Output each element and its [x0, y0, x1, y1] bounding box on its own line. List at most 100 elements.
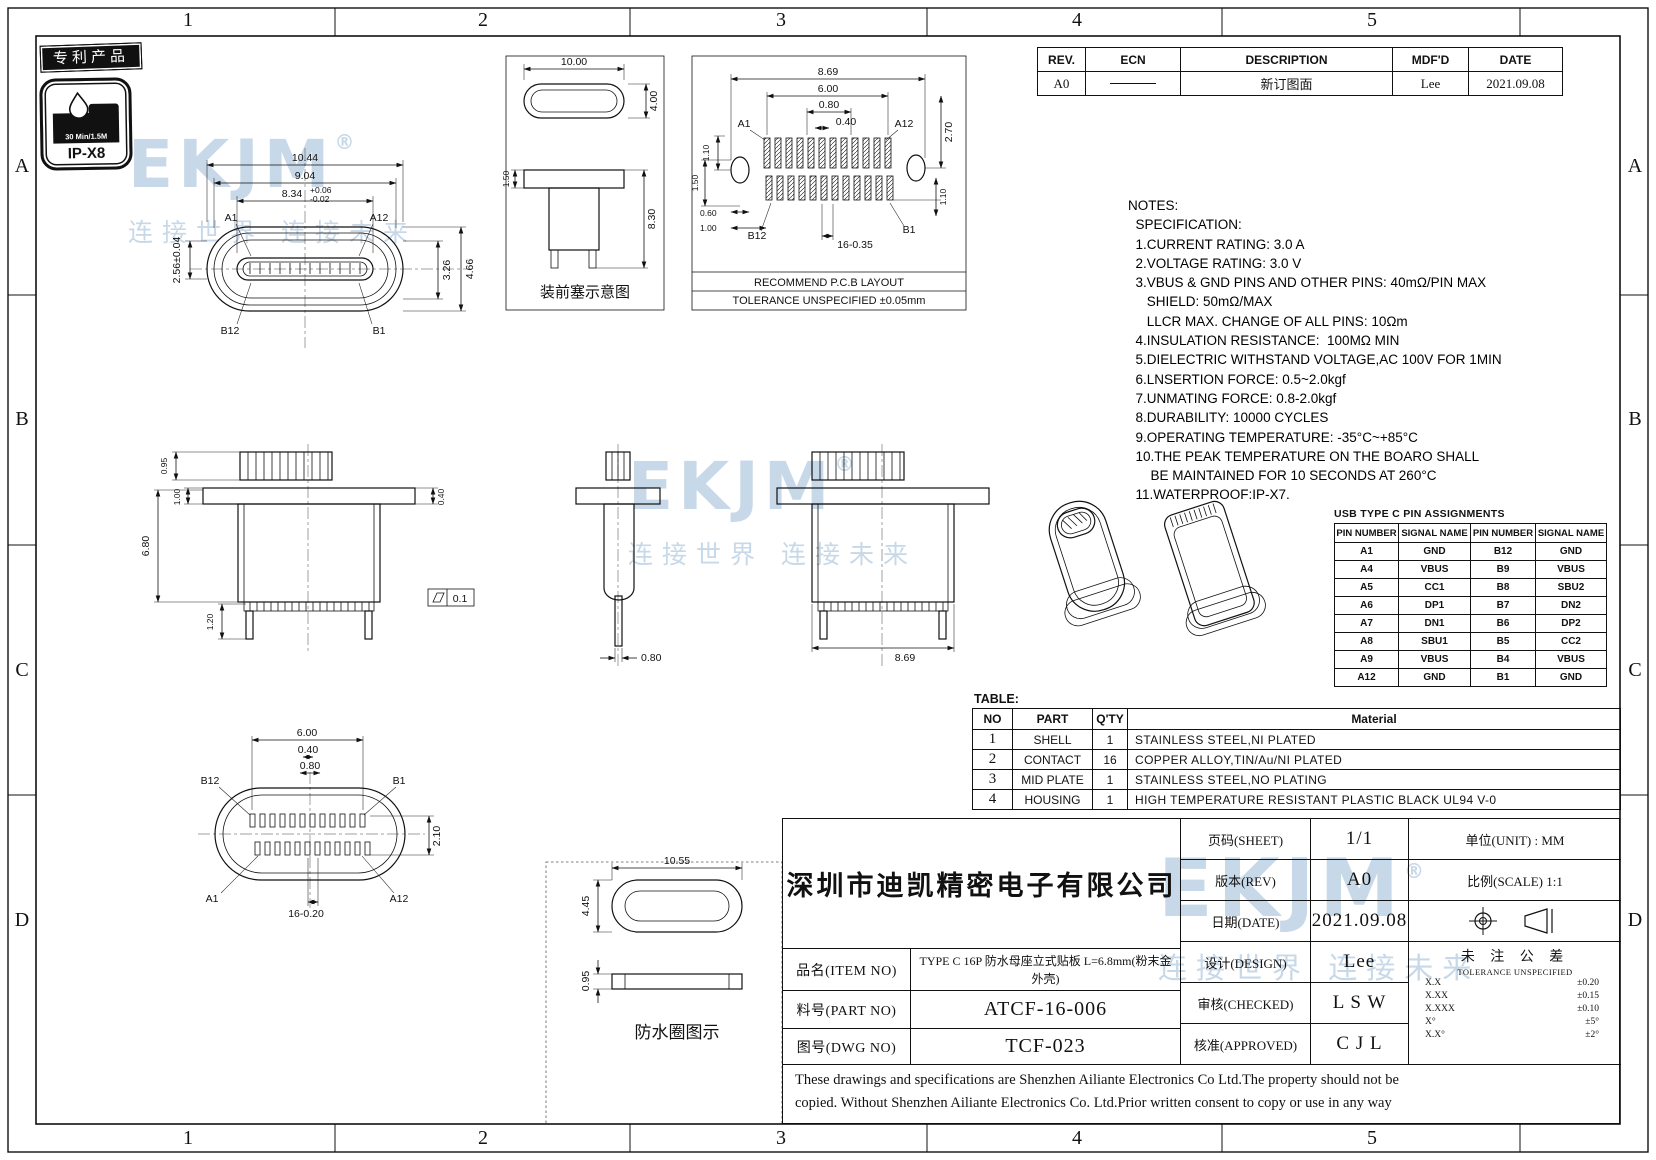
dim-label: 8.34: [282, 188, 303, 200]
rev-header: REV.: [1037, 47, 1086, 72]
approved-label: 核准(APPROVED): [1181, 1024, 1311, 1065]
zone-row-c2: C: [1628, 659, 1642, 681]
approved-value: C J L: [1311, 1024, 1409, 1065]
view-waterproof-ring: 10.55 4.45 0.95 防水圈图示: [545, 855, 783, 1125]
note-line: 3.VBUS & GND PINS AND OTHER PINS: 40mΩ/P…: [1128, 275, 1487, 291]
tolerance-row: X.XXX±0.10: [1425, 1004, 1599, 1014]
dim-label: 2.10: [431, 826, 443, 847]
dim-label: 8.69: [818, 66, 839, 78]
title-block: 深圳市迪凯精密电子有限公司 品名(ITEM NO) TYPE C 16P 防水母…: [782, 818, 1621, 1125]
pin-label-b12: B12: [221, 325, 240, 337]
pin-assignment-block: USB TYPE C PIN ASSIGNMENTS PIN NUMBER SI…: [1334, 508, 1607, 687]
pin-label-b12: B12: [201, 775, 220, 787]
ecn-value: [1085, 71, 1181, 96]
zone-col-4b: 4: [1072, 1127, 1082, 1149]
dim-label: 0.80: [819, 99, 840, 111]
date-header: DATE: [1468, 47, 1563, 72]
dim-label: 16-0.35: [837, 239, 873, 251]
tolerance-title: 未 注 公 差: [1460, 950, 1570, 965]
dim-tol-lower: -0.02: [310, 194, 330, 204]
dim-label: 2.56±0.04: [171, 237, 183, 284]
note-line: 10.THE PEAK TEMPERATURE ON THE BOARO SHA…: [1128, 448, 1480, 464]
ipx8-icon: 30 Min/1.5M IP-X8: [52, 91, 120, 162]
dim-label: 1.50: [501, 170, 511, 187]
note-line: 5.DIELECTRIC WITHSTAND VOLTAGE,AC 100V F…: [1128, 352, 1502, 368]
pin-label-a1: A1: [206, 893, 219, 905]
view-caption: 防水圈图示: [635, 1023, 720, 1042]
parts-col-header: PART: [1012, 708, 1093, 730]
patent-product-stamp: 专利产品: [39, 42, 143, 73]
pin-assignment-table: PIN NUMBER SIGNAL NAME PIN NUMBER SIGNAL…: [1334, 523, 1607, 687]
disclaimer: These drawings and specifications are Sh…: [783, 1065, 1621, 1125]
item-no-value: TYPE C 16P 防水母座立式贴板 L=6.8mm(粉末金外壳): [911, 949, 1181, 991]
parts-col-header: Material: [1127, 708, 1621, 730]
dim-label: 0.95: [159, 457, 169, 474]
dim-label: 16-0.20: [288, 908, 324, 920]
tolerance-row: X.X°±2°: [1425, 1030, 1599, 1040]
part-no-label: 料号(PART NO): [783, 991, 911, 1029]
note-line: 1.CURRENT RATING: 3.0 A: [1128, 236, 1305, 252]
dim-label: 3.26: [441, 260, 453, 281]
dim-label: 0.80: [300, 760, 321, 772]
pin-table-title: USB TYPE C PIN ASSIGNMENTS: [1334, 508, 1505, 520]
parts-col-header: NO: [972, 708, 1013, 730]
note-line: 11.WATERPROOF:IP-X7.: [1128, 487, 1290, 503]
rev-value: A0: [1037, 71, 1086, 96]
notes-block: NOTES: SPECIFICATION: 1.CURRENT RATING: …: [1128, 196, 1502, 505]
view-pcb-layout: 8.69 6.00 0.80 0.40 A1 A12 1.10 2.70 1.5…: [690, 55, 967, 311]
sheet-value: 1/1: [1311, 819, 1409, 860]
dim-label: 1.10: [701, 144, 711, 161]
pin-col-header: PIN NUMBER: [1470, 523, 1536, 543]
company-name: 深圳市迪凯精密电子有限公司: [783, 819, 1181, 949]
bottom-pins-row2: [254, 841, 371, 856]
tolerance-row: X°±5°: [1425, 1017, 1599, 1027]
projection-symbol-icon: [1469, 907, 1553, 935]
flatness-callout: 0.1: [427, 588, 475, 607]
dim-label: 10.55: [664, 855, 690, 867]
zone-col-2: 2: [478, 9, 488, 31]
note-line: LLCR MAX. CHANGE OF ALL PINS: 10Ωm: [1128, 313, 1408, 329]
tolerance-row: X.XX±0.15: [1425, 991, 1599, 1001]
ip-duration-text: 30 Min/1.5M: [65, 132, 107, 142]
date-value: 2021.09.08: [1468, 71, 1563, 96]
ecn-header: ECN: [1085, 47, 1181, 72]
ecn-dash: [1110, 82, 1156, 84]
note-line: 7.UNMATING FORCE: 0.8-2.0kgf: [1128, 390, 1337, 406]
tolerance-row: X.X±0.20: [1425, 978, 1599, 988]
note-line: 2.VOLTAGE RATING: 3.0 V: [1128, 255, 1302, 271]
dim-label: 10.00: [561, 56, 587, 68]
item-no-label: 品名(ITEM NO): [783, 949, 911, 991]
dim-label: 6.00: [818, 83, 839, 95]
pin-col-header: PIN NUMBER: [1334, 523, 1399, 543]
revision-table: REV. ECN DESCRIPTION MDF'D DATE A0 新订图面 …: [1037, 47, 1563, 96]
tolerance-subtitle: TOLERANCE UNSPECIFIED: [1457, 967, 1573, 977]
scale-label: 比例(SCALE) 1:1: [1409, 860, 1621, 901]
dwg-no-value: TCF-023: [911, 1029, 1181, 1065]
rev-label: 版本(REV): [1181, 860, 1311, 901]
parts-col-header: Q'TY: [1092, 708, 1128, 730]
pcb-caption: RECOMMEND P.C.B LAYOUT: [754, 277, 904, 289]
zone-row-d2: D: [1627, 909, 1643, 931]
dim-label: 1.20: [205, 613, 215, 630]
note-line: 6.LNSERTION FORCE: 0.5~2.0kgf: [1128, 371, 1346, 387]
view-elevation-front: 0.95 1.00 6.80 1.20 0.40 0.1: [140, 444, 475, 652]
tolerance-box: 未 注 公 差 TOLERANCE UNSPECIFIED X.X±0.20 X…: [1409, 942, 1621, 1065]
projection-symbols: [1409, 901, 1621, 942]
part-no-value: ATCF-16-006: [911, 991, 1181, 1029]
zone-row-a: A: [14, 155, 30, 177]
note-line: SHIELD: 50mΩ/MAX: [1128, 294, 1273, 310]
dim-label: 6.80: [140, 536, 152, 557]
view-front-face: 10.44 9.04 8.34 +0.06 -0.02 2.56±0.04 3.…: [171, 148, 476, 348]
disclaimer-line: copied. Without Shenzhen Ailiante Electr…: [795, 1095, 1392, 1112]
checked-value: L S W: [1311, 983, 1409, 1024]
